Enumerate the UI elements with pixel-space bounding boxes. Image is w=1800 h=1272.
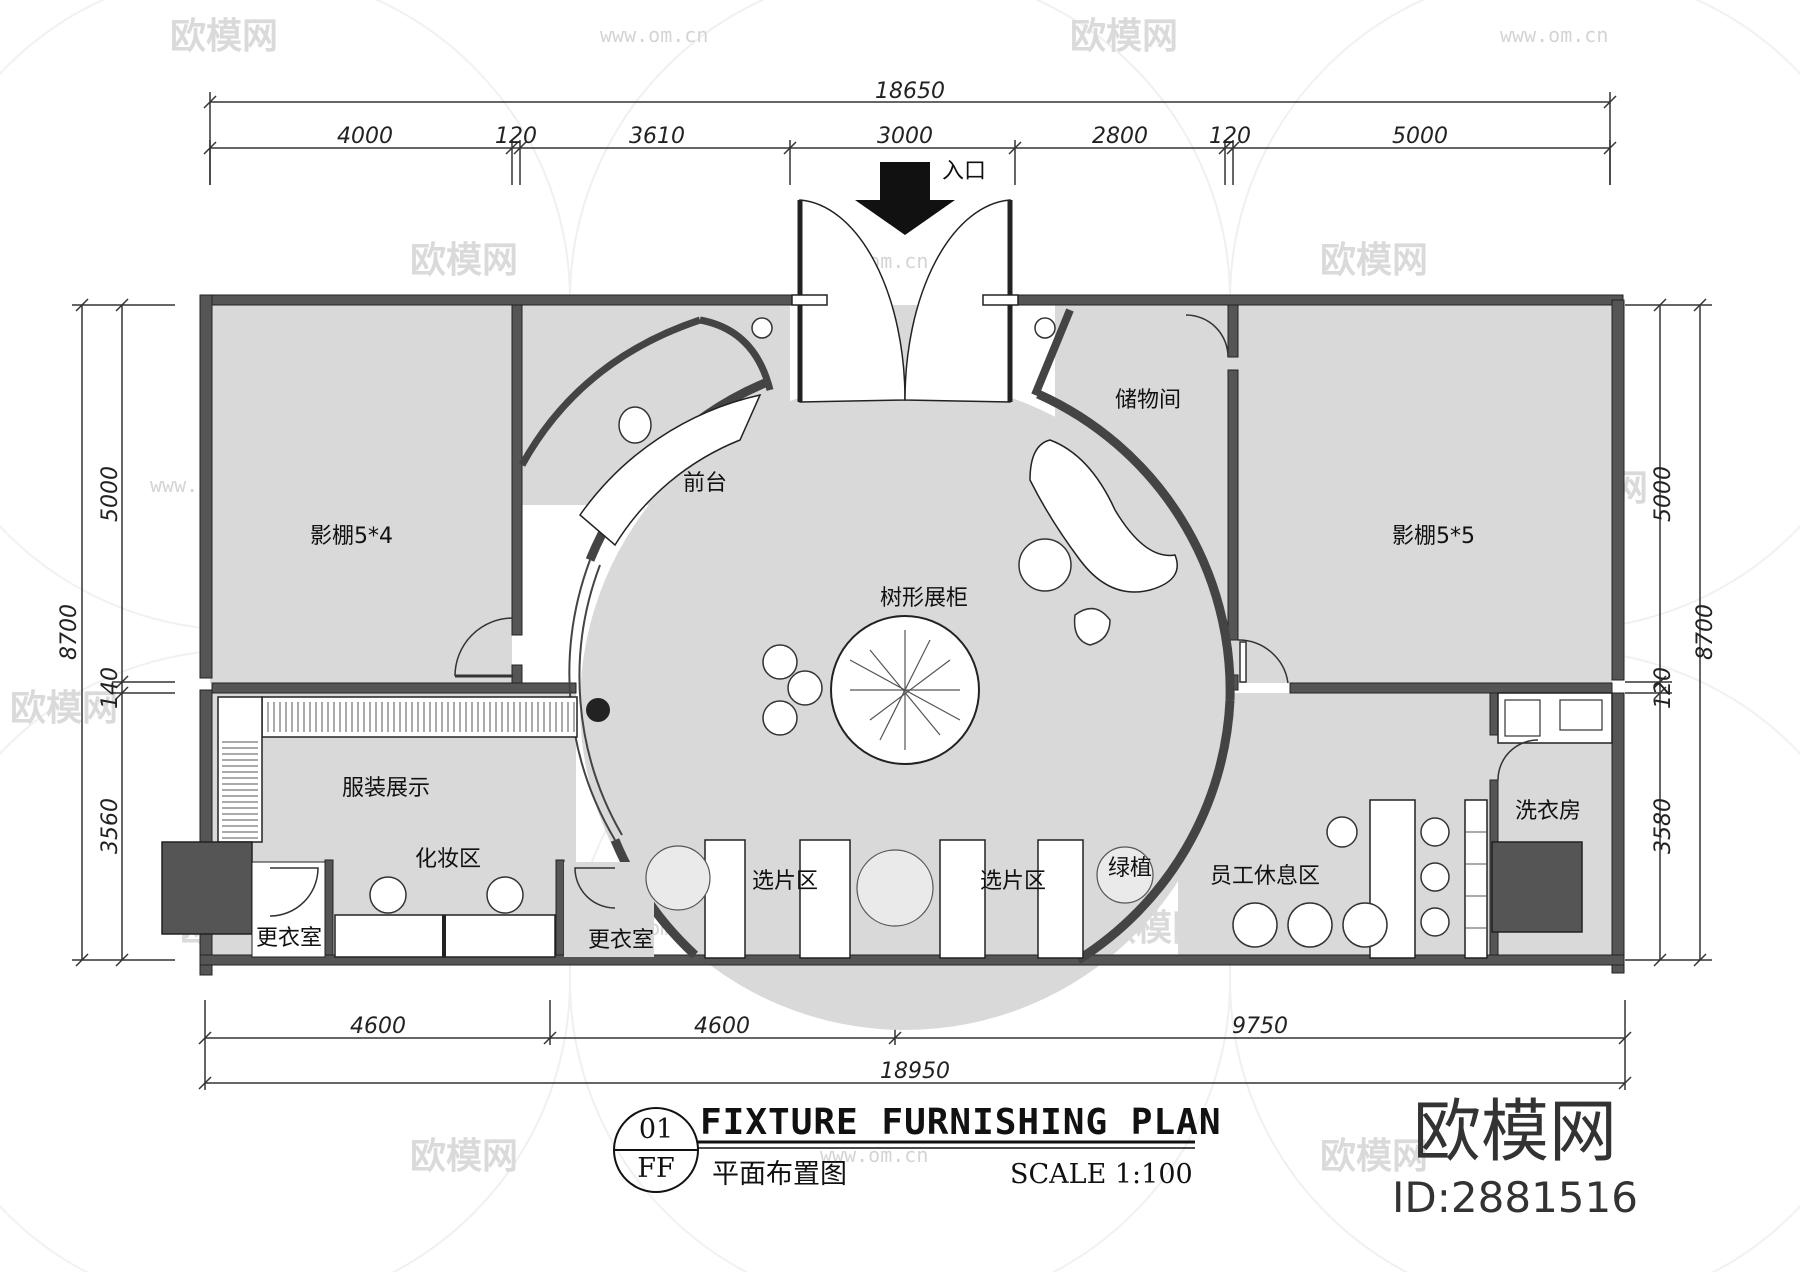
dim-top-seg: 4000 (337, 124, 393, 149)
watermark-text: 欧模网 (170, 16, 278, 57)
room-label-clothing-display: 服装展示 (342, 776, 430, 801)
lounge-stool-icon (1232, 816, 1450, 948)
lounge-chair-icon (1073, 607, 1111, 646)
tree-icon (849, 630, 961, 750)
watermark-text: 欧模网 (1320, 1136, 1428, 1177)
watermark-text: 欧模网 (410, 240, 518, 281)
room-label-makeup: 化妆区 (415, 847, 481, 872)
reception-desk (578, 393, 762, 547)
door-studio-right (1237, 639, 1289, 684)
dim-right-seg: 5000 (1651, 466, 1676, 522)
room-label-changing-1: 更衣室 (256, 926, 322, 951)
dim-bottom-seg: 4600 (694, 1014, 750, 1039)
title-block (613, 1107, 1195, 1193)
room-label-photo-select-1: 选片区 (752, 869, 818, 894)
dim-top-seg: 120 (1209, 124, 1251, 149)
changing-room-1 (251, 861, 326, 958)
shelf-unit (1464, 799, 1488, 959)
floor-studio-right (1232, 305, 1612, 683)
dim-right-total: 8700 (1693, 604, 1718, 660)
room-label-changing-2: 更衣室 (588, 928, 654, 953)
clothing-rack-horizontal (261, 696, 578, 738)
watermark-url: www.om.cn (820, 1143, 928, 1167)
dim-bottom-seg: 4600 (350, 1014, 406, 1039)
watermark-url: www.om.cn (600, 23, 708, 47)
dim-left-total: 8700 (57, 604, 82, 660)
door-laundry (1497, 739, 1539, 781)
dim-left-seg: 3560 (98, 798, 123, 854)
side-table (1018, 538, 1072, 592)
door-studio-left (454, 617, 514, 678)
watermark-text: 欧模网 (10, 688, 118, 729)
dim-top-total: 18650 (875, 79, 945, 104)
room-label-photo-select-2: 选片区 (980, 869, 1046, 894)
glass-curve (578, 564, 623, 836)
dim-bottom-total: 18950 (880, 1059, 950, 1084)
door-changing-2 (574, 867, 616, 909)
dim-top-seg: 2800 (1092, 124, 1148, 149)
rack-hangers (222, 741, 258, 839)
watermark-url: www.om.cn (1500, 23, 1608, 47)
door-storage (1185, 314, 1229, 358)
dim-right-seg: 120 (1651, 667, 1676, 709)
watermark-text: 欧模网 (1070, 16, 1178, 57)
curved-sofa (1029, 439, 1178, 593)
dim-bottom-seg: 9750 (1232, 1014, 1288, 1039)
watermark-text: 欧模网 (1320, 240, 1428, 281)
reception-chair-icon (618, 406, 652, 444)
dim-left-seg: 5000 (98, 466, 123, 522)
title-number-bottom: FF (637, 1153, 674, 1184)
dim-top-seg: 5000 (1392, 124, 1448, 149)
watermark-text: 欧模网 (410, 1136, 518, 1177)
title-number-top: 01 (639, 1114, 673, 1145)
door-changing-1 (269, 867, 319, 917)
sink-icon (1559, 699, 1603, 731)
makeup-stool-icon (369, 876, 524, 914)
clothing-rack-vertical (217, 696, 263, 843)
dim-right-seg: 3580 (1651, 798, 1676, 854)
room-label-tree-cabinet: 树形展柜 (880, 586, 968, 611)
photo-select-desks (704, 839, 1084, 959)
entrance-arrow-icon (855, 162, 955, 235)
room-label-studio-right: 影棚5*5 (1392, 524, 1475, 549)
changing-room-2 (564, 862, 654, 957)
dimension-lines (72, 92, 1712, 1090)
room-label-laundry: 洗衣房 (1515, 799, 1581, 824)
room-label-reception: 前台 (683, 471, 727, 496)
room-label-staff-lounge: 员工休息区 (1210, 864, 1320, 889)
column-icon (751, 317, 1056, 339)
dark-cabinet-block (161, 841, 253, 935)
dim-top-seg: 3610 (629, 124, 685, 149)
rack-hangers (267, 702, 575, 732)
drawing-title: FIXTURE FURNISHING PLAN (700, 1102, 1222, 1143)
stool-icon (762, 644, 823, 736)
room-label-storage: 储物间 (1115, 388, 1181, 413)
brand-id: ID:2881516 (1392, 1173, 1638, 1222)
sink-icon (1504, 699, 1541, 737)
brand-logo: 欧模网 (1413, 1093, 1617, 1172)
entrance-doors (791, 199, 1019, 403)
drawing-scale: SCALE 1:100 (1010, 1159, 1193, 1190)
person-icon (586, 698, 610, 722)
dim-top-seg: 120 (495, 124, 537, 149)
room-label-entrance: 入口 (942, 159, 986, 184)
dim-left-seg: 140 (98, 667, 123, 709)
washing-machine-block (1491, 841, 1583, 933)
floor-studio-left (210, 305, 512, 683)
drawing-subtitle: 平面布置图 (712, 1159, 847, 1190)
plant-icon (645, 845, 1154, 927)
room-label-studio-left: 影棚5*4 (310, 524, 393, 549)
dim-top-seg: 3000 (877, 124, 933, 149)
room-label-greenery: 绿植 (1108, 856, 1152, 881)
